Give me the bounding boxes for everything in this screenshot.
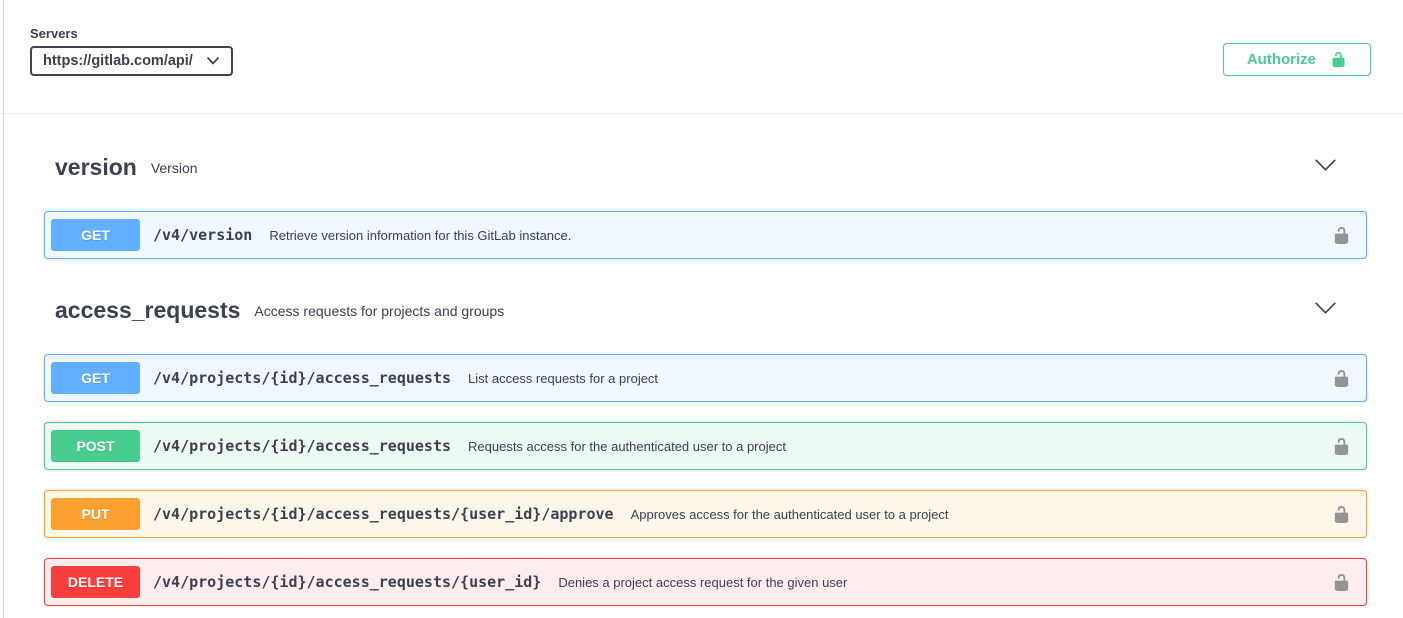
- section-description: Version: [150, 159, 198, 176]
- operation-row-post-access-requests[interactable]: POST /v4/projects/{id}/access_requests R…: [44, 422, 1367, 470]
- unlock-icon: [1330, 51, 1347, 68]
- operation-summary: Retrieve version information for this Gi…: [269, 227, 572, 243]
- auth-lock-button[interactable]: [1328, 433, 1355, 460]
- chevron-down-icon[interactable]: [1314, 301, 1337, 320]
- servers-select[interactable]: https://gitlab.com/api/: [30, 46, 233, 76]
- auth-lock-button[interactable]: [1328, 222, 1355, 249]
- operation-path[interactable]: /v4/projects/{id}/access_requests: [153, 437, 452, 455]
- chevron-down-icon[interactable]: [1314, 158, 1337, 177]
- operation-path[interactable]: /v4/projects/{id}/access_requests/{user_…: [153, 505, 614, 523]
- method-badge: PUT: [51, 498, 140, 530]
- unlock-icon: [1334, 573, 1349, 591]
- auth-lock-button[interactable]: [1328, 569, 1355, 596]
- method-badge: DELETE: [51, 566, 140, 598]
- servers-selected-value: https://gitlab.com/api/: [43, 53, 193, 69]
- section-header-version[interactable]: version Version: [44, 154, 1367, 181]
- operation-row-put-approve[interactable]: PUT /v4/projects/{id}/access_requests/{u…: [44, 490, 1367, 538]
- auth-lock-button[interactable]: [1328, 365, 1355, 392]
- operation-path[interactable]: /v4/projects/{id}/access_requests: [153, 369, 452, 387]
- page-left-edge: [3, 0, 4, 618]
- operation-path[interactable]: /v4/projects/{id}/access_requests/{user_…: [153, 573, 542, 591]
- unlock-icon: [1334, 437, 1349, 455]
- servers-block: Servers https://gitlab.com/api/: [30, 26, 233, 76]
- operation-summary: Approves access for the authenticated us…: [630, 506, 949, 522]
- section-title: access_requests: [55, 297, 241, 323]
- operation-summary: List access requests for a project: [468, 370, 659, 386]
- api-operations: version Version GET /v4/version Retrieve…: [0, 154, 1403, 606]
- servers-label: Servers: [30, 26, 78, 41]
- method-badge: GET: [51, 219, 140, 251]
- unlock-icon: [1334, 226, 1349, 244]
- section-title: version: [55, 154, 137, 180]
- scheme-bar: Servers https://gitlab.com/api/ Authoriz…: [0, 0, 1403, 114]
- chevron-down-icon: [206, 57, 219, 65]
- operation-row-get-access-requests[interactable]: GET /v4/projects/{id}/access_requests Li…: [44, 354, 1367, 402]
- section-description: Access requests for projects and groups: [254, 302, 505, 319]
- authorize-button[interactable]: Authorize: [1222, 43, 1371, 76]
- section-header-access-requests[interactable]: access_requests Access requests for proj…: [44, 297, 1367, 324]
- unlock-icon: [1334, 369, 1349, 387]
- method-badge: GET: [51, 362, 140, 394]
- method-badge: POST: [51, 430, 140, 462]
- operation-path[interactable]: /v4/version: [153, 226, 253, 244]
- auth-lock-button[interactable]: [1328, 501, 1355, 528]
- operation-row-delete-access-request[interactable]: DELETE /v4/projects/{id}/access_requests…: [44, 558, 1367, 606]
- unlock-icon: [1334, 505, 1349, 523]
- operation-summary: Denies a project access request for the …: [558, 574, 848, 590]
- operation-summary: Requests access for the authenticated us…: [468, 438, 786, 454]
- authorize-label: Authorize: [1246, 51, 1316, 68]
- operation-row-get-version[interactable]: GET /v4/version Retrieve version informa…: [44, 211, 1367, 259]
